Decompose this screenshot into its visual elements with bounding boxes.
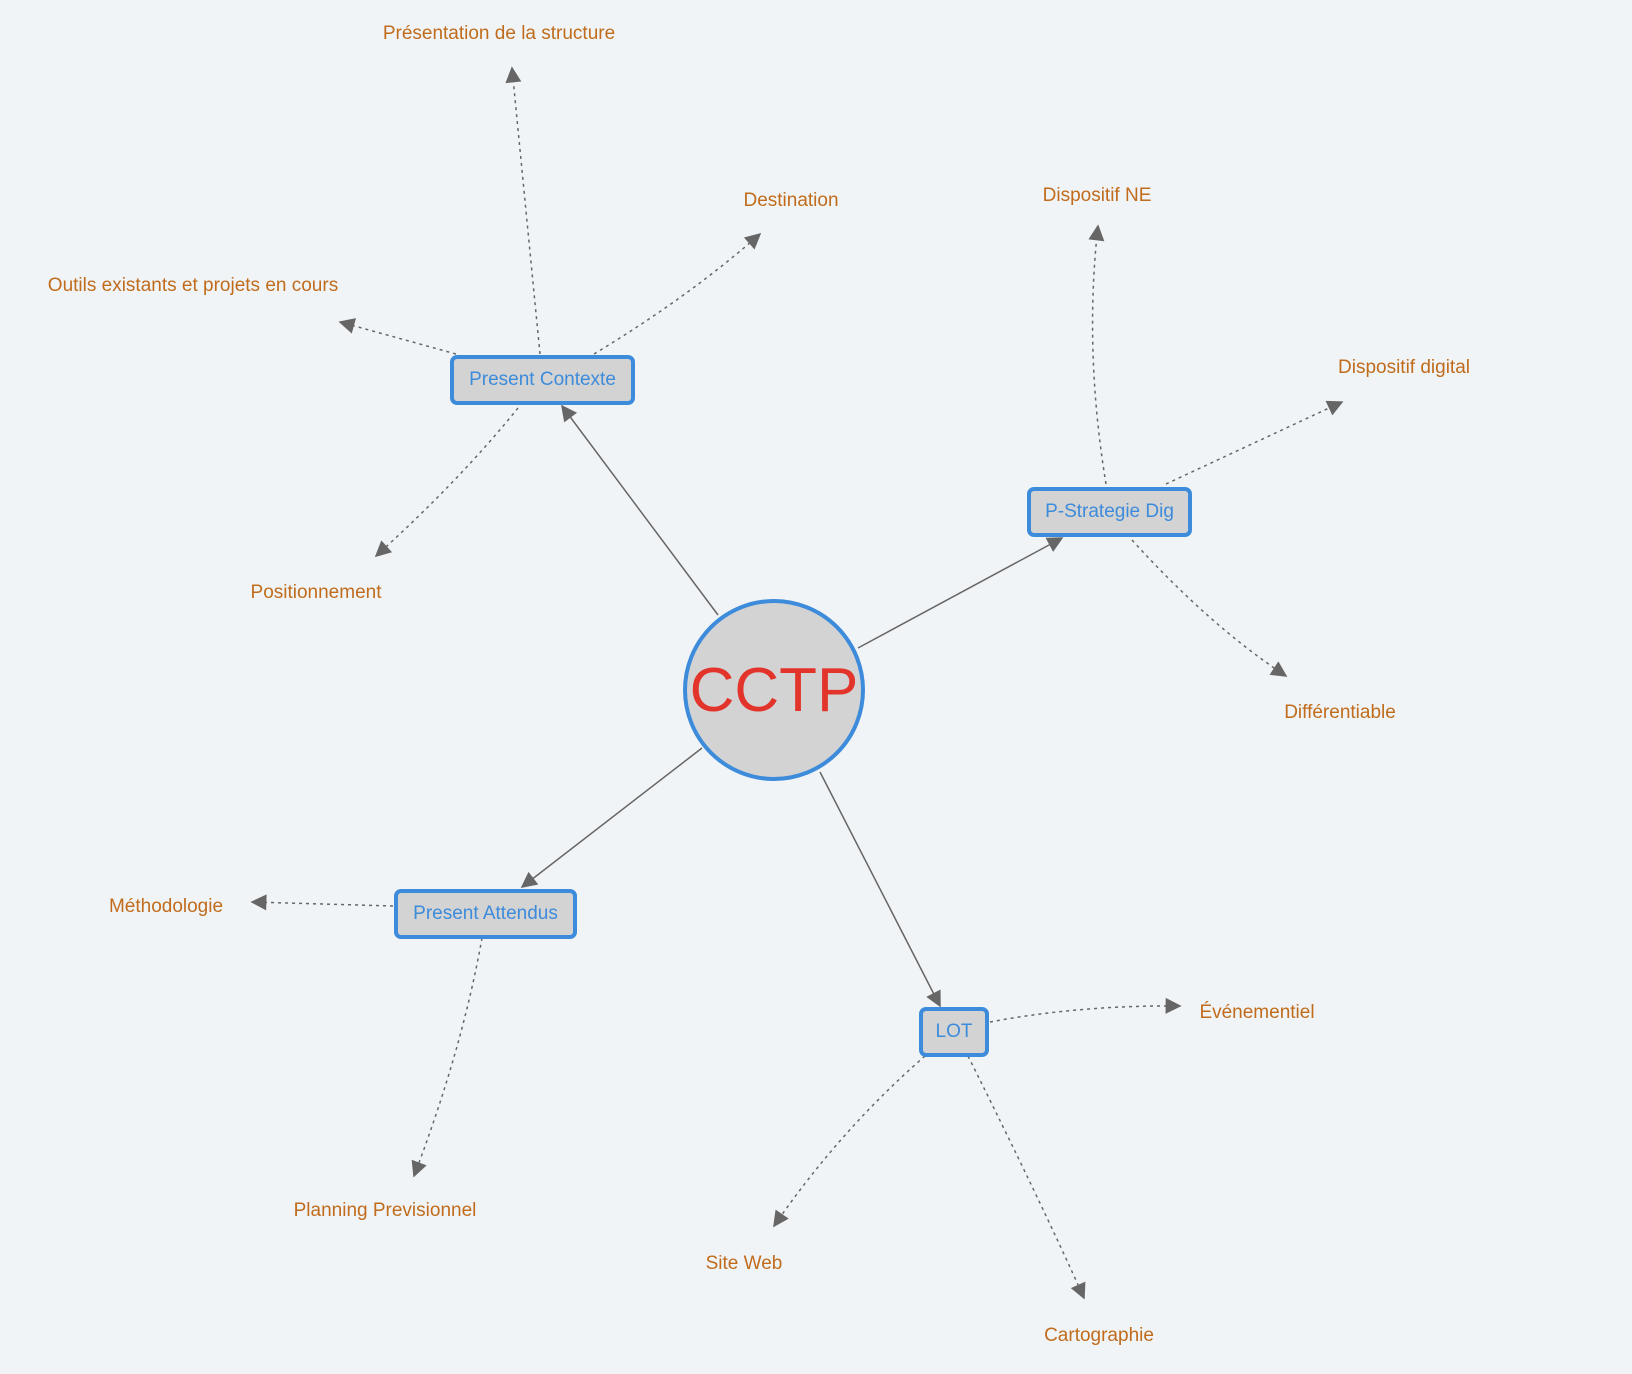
- branch-node-lot[interactable]: LOT: [919, 1007, 989, 1057]
- edge-lot-site-web: [773, 1055, 926, 1228]
- edge-present-contexte-outils: [338, 318, 457, 355]
- branch-node-present-contexte[interactable]: Present Contexte: [450, 355, 635, 405]
- branch-node-p-strategie-dig[interactable]: P-Strategie Dig: [1027, 487, 1192, 537]
- edge-strategie-dispositif-ne: [1088, 224, 1107, 485]
- leaf-dispositif-ne[interactable]: Dispositif NE: [1042, 185, 1152, 206]
- edge-present-contexte-destination: [593, 232, 762, 355]
- edge-root-present-attendus: [520, 747, 703, 888]
- leaf-differentiable[interactable]: Différentiable: [1284, 702, 1396, 723]
- leaf-destination[interactable]: Destination: [743, 190, 839, 211]
- edge-strategie-dispositif-digital: [1165, 400, 1344, 485]
- branch-node-present-attendus[interactable]: Present Attendus: [394, 889, 577, 939]
- leaf-evenementiel[interactable]: Événementiel: [1199, 1002, 1315, 1023]
- edge-root-lot: [819, 771, 941, 1008]
- leaf-methodologie[interactable]: Méthodologie: [108, 896, 224, 917]
- root-node-cctp[interactable]: CCTP: [683, 599, 865, 781]
- edge-lot-evenementiel: [989, 997, 1182, 1023]
- edge-lot-cartographie: [967, 1055, 1086, 1300]
- leaf-site-web[interactable]: Site Web: [705, 1253, 783, 1274]
- edge-attendus-planning: [411, 937, 483, 1178]
- leaf-dispositif-digital[interactable]: Dispositif digital: [1338, 357, 1470, 378]
- edge-root-p-strategie-dig: [857, 537, 1064, 649]
- edge-present-contexte-positionnement: [374, 407, 519, 558]
- edge-attendus-methodologie: [250, 894, 394, 911]
- edge-strategie-differentiable: [1131, 539, 1288, 677]
- leaf-outils-existants[interactable]: Outils existants et projets en cours: [47, 275, 339, 296]
- edge-present-contexte-presentation: [505, 66, 541, 355]
- edge-root-present-contexte: [561, 404, 719, 616]
- leaf-positionnement[interactable]: Positionnement: [250, 582, 382, 603]
- leaf-planning-previsionnel[interactable]: Planning Previsionnel: [293, 1200, 477, 1221]
- leaf-cartographie[interactable]: Cartographie: [1044, 1325, 1154, 1346]
- leaf-presentation-de-la-structure[interactable]: Présentation de la structure: [382, 23, 616, 44]
